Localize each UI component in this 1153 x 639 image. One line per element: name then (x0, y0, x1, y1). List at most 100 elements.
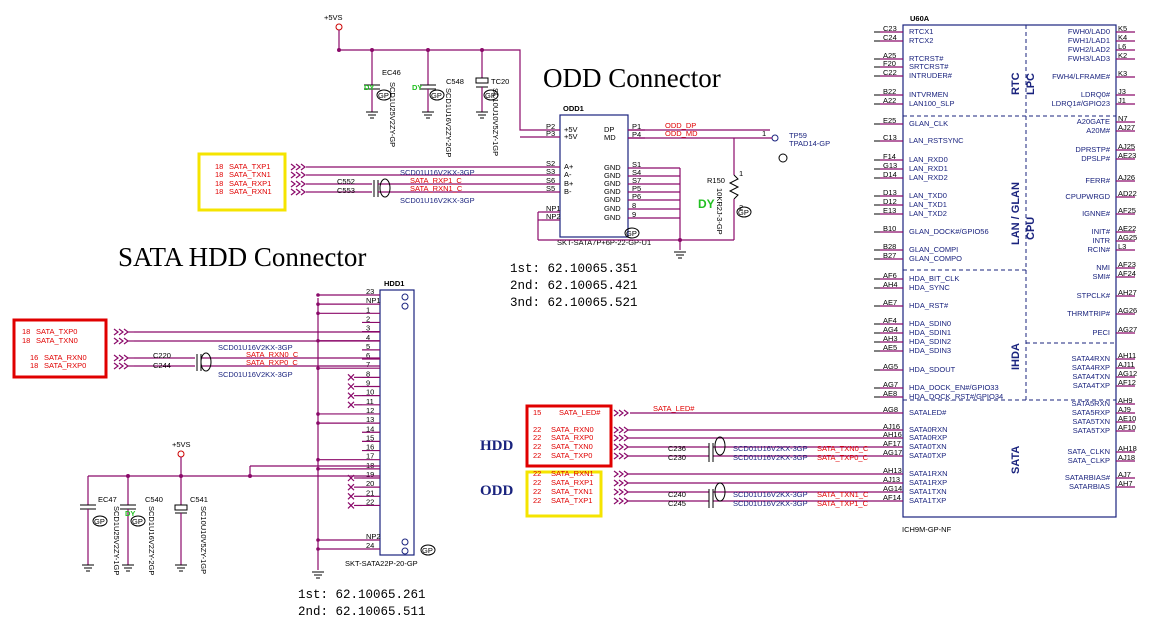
ich-left-signal: GLAN_CLK (909, 119, 948, 128)
ich-right-ball: AH9 (1118, 396, 1133, 405)
hdd-pin-num: 22 (366, 497, 374, 506)
offpage-arrow (618, 497, 624, 505)
offpage-arrow (123, 328, 129, 336)
ich-right-ball: AF23 (1118, 260, 1136, 269)
p5v-bottom-label: +5VS (172, 440, 191, 449)
offpage-arrow (300, 188, 306, 196)
offpage-arrow (613, 497, 619, 505)
cap-ec46-ref: EC46 (382, 68, 401, 77)
ich-left-signal: HDA_SDIN3 (909, 346, 951, 355)
ich-left-signal: INTRUDER# (909, 71, 953, 80)
hdd-connector-title: SATA HDD Connector (118, 242, 366, 272)
tp59-part: TPAD14-GP (789, 139, 830, 148)
ich-right-ball: AF12 (1118, 378, 1136, 387)
ich-right-ball: AG12 (1118, 369, 1137, 378)
ich-right-ball: AE22 (1118, 224, 1136, 233)
hdd-connector: HDD1 SKT-SATA22P-20-GP GP 23NP1123456789… (298, 279, 436, 619)
odd-pn-1: 1st: 62.10065.351 (510, 262, 638, 276)
offpage-signal: SATA_TXN1 (229, 170, 271, 179)
offpage-arrow (623, 443, 629, 451)
r150-pin1: 1 (739, 169, 743, 178)
ich-right-signal: FWH1/LAD1 (1068, 36, 1110, 45)
ich-left-signal: SATA0RXP (909, 433, 947, 442)
section-ihda: IHDA (1010, 343, 1022, 370)
ich-right-signal: SATA4RXP (1072, 363, 1110, 372)
odd-right-pin-num: P6 (632, 192, 641, 201)
ich-left-ball: E13 (883, 206, 896, 215)
ich-right-ball: K4 (1118, 33, 1127, 42)
ich-left-signal: SATA0TXN (909, 442, 947, 451)
ich-left-ball: AF6 (883, 271, 897, 280)
ich-right-signal: INTR (1093, 236, 1111, 245)
ich-left-ball: C23 (883, 24, 897, 33)
net-sata-txn1-c: SATA_TXN1_C (817, 490, 869, 499)
offpage-num: 18 (215, 170, 223, 179)
odd-left-pin-name: B- (564, 187, 572, 196)
offpage-signal: SATA_TXP1 (229, 162, 270, 171)
ich-left-ball: C22 (883, 68, 897, 77)
hdd-pin-num: 5 (366, 342, 370, 351)
ich-right-ball: AH18 (1118, 444, 1137, 453)
odd-left-pin-num: P3 (546, 129, 555, 138)
ich-left-ball: E25 (883, 116, 896, 125)
net-sata-rxp0-c: SATA_RXP0_C (246, 358, 298, 367)
cap-c548-part: SCD1U16V2ZY-2GP (444, 88, 453, 157)
offpage-arrow (623, 452, 629, 460)
offpage-arrow (300, 163, 306, 171)
offpage-arrow (613, 434, 619, 442)
offpage-signal: SATA_TXN0 (36, 336, 78, 345)
ich-left-ball: AF4 (883, 316, 897, 325)
ich-left-signal: RTCRST# (909, 54, 944, 63)
ich-left-signal: LAN_TXD2 (909, 209, 947, 218)
ich-left-signal: LAN_TXD1 (909, 200, 947, 209)
offpage-arrow (290, 171, 296, 179)
ich-left-signal: RTCX1 (909, 27, 933, 36)
section-rtc: RTC (1010, 72, 1022, 95)
ich-left-ball: AG17 (883, 448, 902, 457)
offpage-num: 16 (30, 353, 38, 362)
ich-left-ball: AF17 (883, 439, 901, 448)
odd-right-pin-name: GND (604, 204, 621, 213)
offpage-num: 22 (533, 442, 541, 451)
odd-right-pin-name: GND (604, 195, 621, 204)
offpage-arrow (618, 443, 624, 451)
ich-left-signal: HDA_SDIN0 (909, 319, 951, 328)
offpage-arrow (618, 409, 624, 417)
hdd-pin-num: 19 (366, 470, 374, 479)
cap-c540-ref: C540 (145, 495, 163, 504)
offpage-signal: SATA_RXP1 (551, 478, 593, 487)
odd-pn-2: 2nd: 62.10065.421 (510, 279, 638, 293)
ich-right-signal: SATA5TXP (1073, 426, 1110, 435)
hdd-pin-num: 4 (366, 333, 370, 342)
odd-left-pin-name: A- (564, 170, 572, 179)
odd-cap-part-b: SCD01U16V2KX-3GP (400, 196, 475, 205)
r150-dy-tag: DY (698, 197, 715, 211)
gp-mark-c548: GP (431, 91, 442, 100)
ich-right-signal: SATA5RXP (1072, 408, 1110, 417)
section-sata: SATA (1010, 446, 1022, 474)
odd-right-pin-name: MD (604, 133, 616, 142)
offpage-arrow (618, 488, 624, 496)
offpage-arrow (295, 171, 301, 179)
hdd-pin-num: NP1 (366, 296, 381, 305)
net-odd-md: ODD_MD (665, 129, 698, 138)
ich-right-ball: L3 (1118, 242, 1126, 251)
odd-right-pin-num: S4 (632, 168, 641, 177)
ich-right-ball: AF24 (1118, 269, 1136, 278)
odd-left-pin-name: B+ (564, 179, 574, 188)
hdd-pn-2: 2nd: 62.10065.511 (298, 605, 426, 619)
offpage-arrow (618, 479, 624, 487)
odd-right-pin-num: P5 (632, 184, 641, 193)
ich-left-ball: AG4 (883, 325, 898, 334)
ich-right-signal: FWH3/LAD3 (1068, 54, 1110, 63)
ich-left-signal: SATA0TXP (909, 451, 946, 460)
ich-right-ball: AJ26 (1118, 173, 1135, 182)
cap-ec47-part: SCD1U25V2ZY-1GP (112, 506, 121, 575)
ich-right-signal: SATA4TXN (1072, 372, 1110, 381)
ich-left-ball: A22 (883, 96, 896, 105)
ich-left-signal: LAN100_SLP (909, 99, 954, 108)
ich-right-ball: K3 (1118, 69, 1127, 78)
offpage-arrow (295, 188, 301, 196)
hdd-pin-num: 16 (366, 443, 374, 452)
ich-left-ball: A25 (883, 51, 896, 60)
